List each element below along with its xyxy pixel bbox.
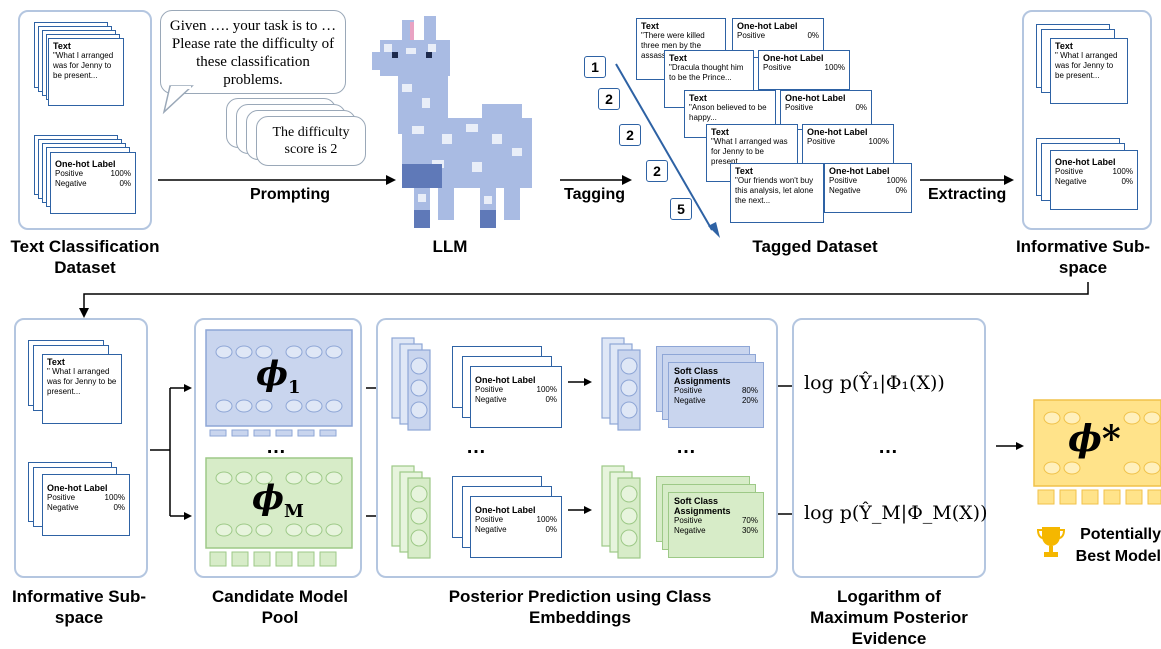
text-card: Text " What I arranged was for Jenny to …: [1050, 38, 1128, 104]
tagging-arrow: [560, 175, 632, 185]
pool-caption: Candidate Model Pool: [211, 587, 348, 627]
embedding-stack-Mb: [601, 465, 641, 559]
prompt-bubble: Given …. your task is to … Please rate t…: [160, 10, 346, 94]
trophy-icon: [1036, 527, 1066, 557]
prompting-label: Prompting: [250, 186, 330, 203]
label-card-title: One-hot Label: [55, 159, 116, 169]
posterior-arrows: [568, 378, 592, 514]
evidence-ellipsis: …: [878, 436, 899, 458]
extracting-arrow: [920, 175, 1014, 185]
text-card: Text " What I arranged was for Jenny to …: [42, 354, 122, 424]
evidence-formula-1: log p(Ŷ₁|Φ₁(X)): [804, 372, 945, 394]
dataset-caption: Text Classification Dataset: [10, 237, 160, 277]
prompting-arrow: [158, 175, 396, 185]
reply-bubble: The difficulty score is 2: [256, 116, 366, 166]
branch-arrows: [150, 384, 192, 520]
difficulty-number: 1: [584, 56, 606, 78]
pool-ellipsis: …: [266, 436, 287, 458]
phi-M-label: ϕM: [252, 478, 304, 522]
difficulty-number: 5: [670, 198, 692, 220]
tagging-label: Tagging: [564, 186, 626, 203]
connector-arrow: [79, 282, 1089, 318]
best-model-caption: Potentially Best Model: [1075, 526, 1161, 565]
text-card-title: Text: [53, 41, 71, 51]
posterior-ellipsis-left: …: [466, 436, 487, 458]
model-network-1: [205, 329, 353, 437]
llama-icon: [372, 16, 532, 228]
sort-arrow: [615, 63, 720, 238]
embedding-stack-1b: [601, 337, 641, 431]
difficulty-number: 2: [598, 88, 620, 110]
llm-caption: LLM: [432, 237, 468, 256]
posterior-ellipsis-right: …: [676, 436, 697, 458]
embedding-stack-1: [391, 337, 431, 431]
best-arrow: [996, 442, 1024, 450]
evidence-panel: [792, 318, 986, 578]
evidence-caption: Logarithm of Maximum Posterior Evidence: [810, 587, 968, 648]
difficulty-number: 2: [619, 124, 641, 146]
phi-1-label: ϕ1: [256, 354, 301, 398]
extracting-label: Extracting: [928, 186, 1007, 203]
subspace-bottom-caption: Informative Sub-space: [11, 587, 147, 627]
best-model-symbol: ϕ*: [1068, 418, 1121, 460]
embedding-stack-M: [391, 465, 431, 559]
posterior-caption: Posterior Prediction using Class Embeddi…: [448, 587, 712, 627]
best-model-network: [1033, 399, 1161, 505]
evidence-formula-M: log p(Ŷ_M|Φ_M(X)): [804, 502, 988, 524]
tagged-caption: Tagged Dataset: [752, 237, 878, 256]
subspace-top-caption: Informative Sub-space: [1015, 237, 1151, 277]
bubble-tail: [162, 85, 194, 115]
tagged-text-card: Text"Our friends won't buy this analysis…: [730, 163, 824, 223]
model-network-M: [205, 457, 353, 567]
tagged-text-card: Text"There were killed three men by the …: [636, 18, 726, 80]
difficulty-number: 2: [646, 160, 668, 182]
text-card-body: "What I arranged was for Jenny to be pre…: [53, 51, 114, 80]
text-card: Text "What I arranged was for Jenny to b…: [48, 38, 124, 106]
